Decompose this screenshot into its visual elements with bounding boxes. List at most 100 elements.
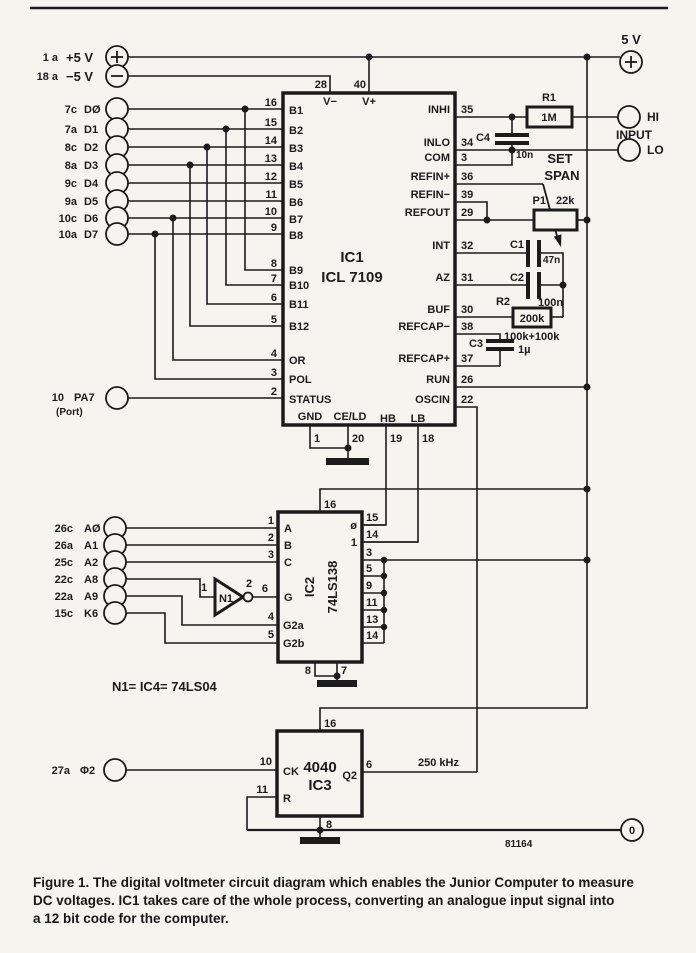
c3-ref: C3 — [469, 338, 483, 350]
ic1-port: B9 — [289, 265, 303, 277]
ic1-pin-number: 16 — [265, 97, 277, 109]
capacitor-c4 — [495, 133, 529, 145]
ic2-pin-number: 5 — [268, 629, 274, 641]
input-hi-label: HI — [647, 110, 659, 124]
ic1-port: B11 — [289, 299, 309, 311]
caption-line-3: a 12 bit code for the computer. — [33, 911, 229, 926]
ic1-port: B12 — [289, 321, 309, 333]
ic2-conn: 22a — [55, 591, 74, 603]
ic2-pin-number: 9 — [366, 580, 372, 592]
ic2-conn: 15c — [55, 608, 73, 620]
ic2-pin-number: 5 — [366, 563, 372, 575]
terminals — [103, 45, 644, 842]
phi2-conn: 27a — [52, 765, 71, 777]
pa7-conn: 10 — [52, 392, 64, 404]
ic1-pin-number: 32 — [461, 240, 473, 252]
bus-name: D4 — [84, 178, 99, 190]
ic3-vdd-pin: 16 — [324, 718, 336, 730]
ic1-port: OR — [289, 355, 306, 367]
terminal-signs — [111, 51, 637, 77]
ic1-body — [281, 91, 457, 427]
ic3-port: R — [283, 793, 291, 805]
ic2-port: G2a — [283, 620, 305, 632]
bus-conn: 7a — [65, 124, 78, 136]
ic3-port: Q2 — [342, 770, 357, 782]
rail-5v-label: 5 V — [621, 32, 641, 47]
c1-value: 47n — [543, 255, 560, 266]
ic2-pin-number: 14 — [366, 630, 379, 642]
c4-value: 10n — [516, 150, 533, 161]
ic1-pin-number: 1 — [314, 433, 320, 445]
ic2-body — [276, 510, 364, 664]
c3-value: 1µ — [518, 344, 530, 356]
ic1-pin-number: 8 — [271, 258, 277, 270]
ic1-port: B5 — [289, 179, 303, 191]
conn-18a-label: 18 a — [37, 71, 59, 83]
ic1-port: B4 — [289, 161, 304, 173]
c1-ref: C1 — [510, 239, 524, 251]
bus-conn: 10c — [59, 213, 77, 225]
ic2-pin-number: 4 — [268, 611, 275, 623]
ic2-term-name: A9 — [84, 591, 98, 603]
bus-name: D7 — [84, 229, 98, 241]
caption-line-1: Figure 1. The digital voltmeter circuit … — [33, 875, 634, 890]
input-hi-terminal — [617, 105, 641, 129]
ic1-port: COM — [424, 152, 450, 164]
input-lo-terminal — [617, 138, 641, 162]
ic1-pin-number: 14 — [265, 135, 278, 147]
ic2-pin-number: 7 — [341, 665, 347, 677]
ic2-conn: 26c — [55, 523, 73, 535]
c2-ref: C2 — [510, 272, 524, 284]
ic2-term-name: A2 — [84, 557, 98, 569]
ic3-part: 4040 — [303, 759, 336, 776]
ic2-pin-number: 3 — [366, 547, 372, 559]
ic1-port: REFIN+ — [411, 171, 450, 183]
r2-ref: R2 — [496, 296, 510, 308]
ic2-part: 74LS138 — [325, 561, 340, 614]
ic1-port: B6 — [289, 197, 303, 209]
ic2-pin-number: 14 — [366, 529, 379, 541]
ic2-term-name: A8 — [84, 574, 98, 586]
ground-symbol-ic2 — [317, 680, 357, 687]
ic1-port: V+ — [362, 96, 376, 108]
ic1-pin-number: 36 — [461, 171, 473, 183]
ic2-conn: 26a — [55, 540, 74, 552]
ic1-port: INT — [432, 240, 450, 252]
ic1-pin-number: 15 — [265, 117, 277, 129]
ic1-pin-number: 11 — [265, 189, 277, 201]
capacitor-c3 — [486, 339, 514, 351]
ic2-pin-number: 11 — [366, 597, 378, 609]
ic1-name: IC1 — [340, 249, 363, 266]
ic2-port: C — [284, 557, 292, 569]
n1-input-pin: 1 — [201, 582, 207, 594]
n1-note: N1= IC4= 74LS04 — [112, 679, 218, 694]
minus5v-label: −5 V — [66, 69, 93, 84]
ic3-pin-number: 11 — [256, 784, 268, 796]
ic1-pin-number: 3 — [461, 152, 467, 164]
ic1-port: BUF — [427, 304, 450, 316]
ic1-port: REFIN− — [411, 189, 450, 201]
caption-line-2: DC voltages. IC1 takes care of the whole… — [33, 893, 615, 908]
wires — [126, 56, 621, 837]
ic1-port: V− — [323, 96, 337, 108]
junction-dots — [151, 53, 591, 834]
ic2-port: G2b — [283, 638, 305, 650]
bus-name: D6 — [84, 213, 98, 225]
ic1-port: LB — [411, 413, 426, 425]
ic1-port: B7 — [289, 214, 303, 226]
ic1-port: CE/LD — [334, 411, 367, 423]
ic1-port: B3 — [289, 143, 303, 155]
bus-conn: 10a — [59, 229, 78, 241]
ic2-pin-number: 6 — [262, 583, 268, 595]
schematic-code: 81164 — [505, 839, 533, 850]
ic1-pin-number: 39 — [461, 189, 473, 201]
ic1-port: STATUS — [289, 394, 331, 406]
ic1-pin-number: 37 — [461, 353, 473, 365]
ic2-port: G — [284, 592, 293, 604]
ic2-term-name: A1 — [84, 540, 98, 552]
pa7-sub: (Port) — [56, 407, 83, 418]
bus-conn: 9a — [65, 196, 78, 208]
bus-name: D1 — [84, 124, 98, 136]
ic2-pin-number: 13 — [366, 614, 378, 626]
ic1-pin-number: 30 — [461, 304, 473, 316]
